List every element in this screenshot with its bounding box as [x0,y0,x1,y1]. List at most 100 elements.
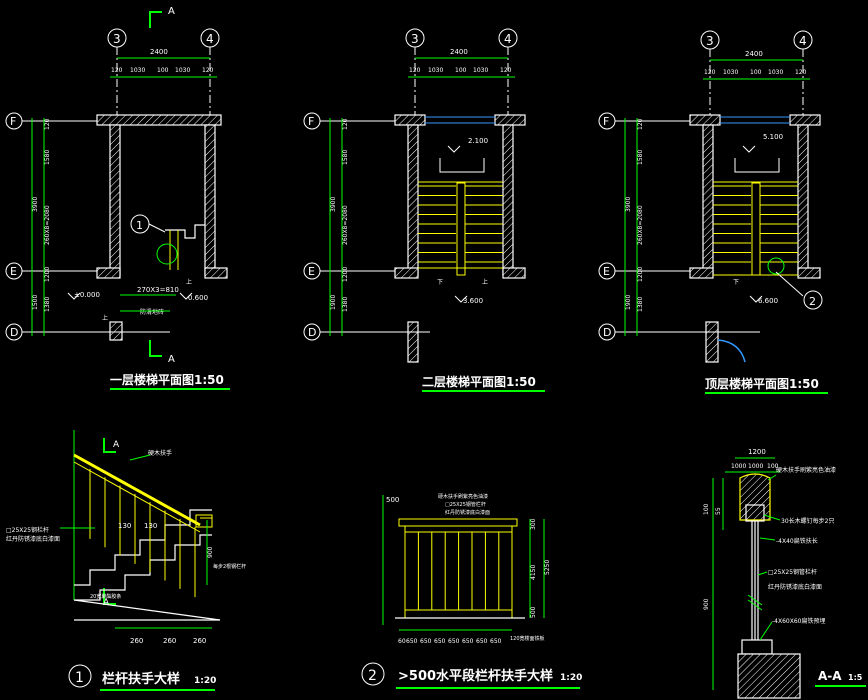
plan-title: 顶层楼梯平面图1:50 [705,376,819,391]
dim-1500: 1500 [32,295,39,310]
section-mark-bottom [149,340,162,357]
v900: 900 [703,598,710,610]
axis-label-D: D [603,326,611,339]
up-mark: 上 [482,278,488,286]
axis-label-F: F [603,115,609,128]
axis-label-D: D [10,326,18,339]
dim-part: 120 [111,67,123,74]
detail-callout-2 [803,290,823,310]
v55: 55 [715,507,722,515]
dim-4150: 4150 [530,565,537,580]
axis-label-F: F [10,115,16,128]
bottom-dim: 650 [434,638,446,645]
steps-dim: 270X3=810 [137,286,179,294]
level-high: 0.600 [188,294,208,302]
section-mark-letter: A [168,6,175,17]
dim-stair: 260X8=2080 [342,205,349,245]
dim-part: 1030 [768,69,783,76]
dim-part: 1030 [130,67,145,74]
aa-note: 红丹防锈漆底白漆面 [768,583,822,591]
sec-mark: A [103,598,110,608]
dim-1580: 1580 [44,150,51,165]
detail-title: 栏杆扶手大样 [102,671,180,687]
dim-part: 100 [157,67,169,74]
dim-part: 120 [202,67,214,74]
detail-num: 2 [368,668,377,684]
w1000: 1000 [748,463,763,470]
bottom-dim: 60 [398,638,406,645]
dim-120: 120 [637,118,644,130]
dim-stair: 260X8=2080 [637,205,644,245]
dim-part: 120 [704,69,716,76]
dim-3900: 3900 [32,197,39,212]
sec-mark: A [113,440,120,450]
label-post: □25X25钢栏杆 [6,526,49,534]
detail-section-AA: 1200 1000 1000 100 100 55 900 硬木扶手刷紫亮色油漆… [703,448,866,699]
label-vert: 每步2根钢栏杆 [213,563,246,570]
up-mark: 上 [186,278,192,286]
w100: 100 [767,463,779,470]
dim-part: 120 [500,67,512,74]
top-note: 红丹防锈漆底白漆面 [445,509,490,516]
plan-ground-floor: A A 3 4 2400 120 1030 100 1030 120 F E D [5,6,230,390]
aa-title: A-A [818,669,842,683]
bottom-dim: 650 [476,638,488,645]
label-rail: 硬木扶手 [148,449,172,457]
dim-120: 120 [342,118,349,130]
dim-part: 1030 [473,67,488,74]
dim-1580: 1580 [637,150,644,165]
detail-scale: 1:20 [560,673,582,683]
axis-label-F: F [308,115,314,128]
label-post: 红丹防锈漆底白漆面 [6,535,60,543]
dim-part: 120 [795,69,807,76]
plan-title: 一层楼梯平面图1:50 [110,372,224,387]
bottom-note: 120宽楼面铁板 [510,635,545,642]
dim-1380: 1380 [44,297,51,312]
aa-note: 30长木螺钉每步2只 [781,517,834,525]
dim-total: 2400 [450,48,468,56]
dim-part: 100 [455,67,467,74]
aa-scale: 1:5 [848,673,863,682]
aa-note: □25X25钢管栏杆 [768,568,817,576]
up-mark: 上 [102,314,108,322]
axis-label-E: E [603,265,610,278]
dim-5250: 5250 [544,560,551,575]
axis-label-E: E [308,265,315,278]
detail-railing-slope: A A 硬木扶手 □25X25钢栏杆 红丹防锈漆底白漆面 每步2根钢栏杆 20宽… [6,430,246,691]
note-floor: 防滑地砖 [140,308,164,316]
plan-top-floor: 3 4 2400 120 1030 100 1030 120 F E D 39 [598,30,828,394]
plan-second-floor: 3 4 2400 120 1030 100 1030 120 F E D 390… [303,28,545,392]
level-top: 5.100 [763,133,783,141]
detail-num: 1 [75,670,84,686]
dim-500: 500 [530,606,537,618]
level-low: ±0.000 [74,291,100,299]
dim-260: 260 [193,637,206,645]
dim-900: 900 [207,546,214,558]
level-top: 2.100 [468,137,488,145]
detail-scale: 1:20 [194,676,216,686]
dim-260: 260 [163,637,176,645]
dim-part: 1030 [175,67,190,74]
detail-num-circle [361,662,385,686]
dim-part: 120 [409,67,421,74]
aa-note: -4X60X60扁铁预埋 [772,617,825,625]
dim-1900: 1900 [330,295,337,310]
dim-total: 2400 [150,48,168,56]
dim-part: 1030 [428,67,443,74]
down-mark: 下 [437,279,443,286]
section-mark-letter: A [168,354,175,365]
dim-1580: 1580 [342,150,349,165]
dim-120: 120 [44,118,51,130]
dim-1900: 1900 [625,295,632,310]
w1200: 1200 [748,448,766,456]
dim-part: 100 [750,69,762,76]
axis-label-4: 4 [504,32,512,46]
v100: 100 [703,503,710,515]
dim-1200: 1200 [44,267,51,282]
detail-title: >500水平段栏杆扶手大样 [398,668,553,684]
dim-1200: 1200 [637,267,644,282]
bottom-dim: 650 [490,638,502,645]
bottom-dim: 650 [448,638,460,645]
dim-1380: 1380 [637,297,644,312]
